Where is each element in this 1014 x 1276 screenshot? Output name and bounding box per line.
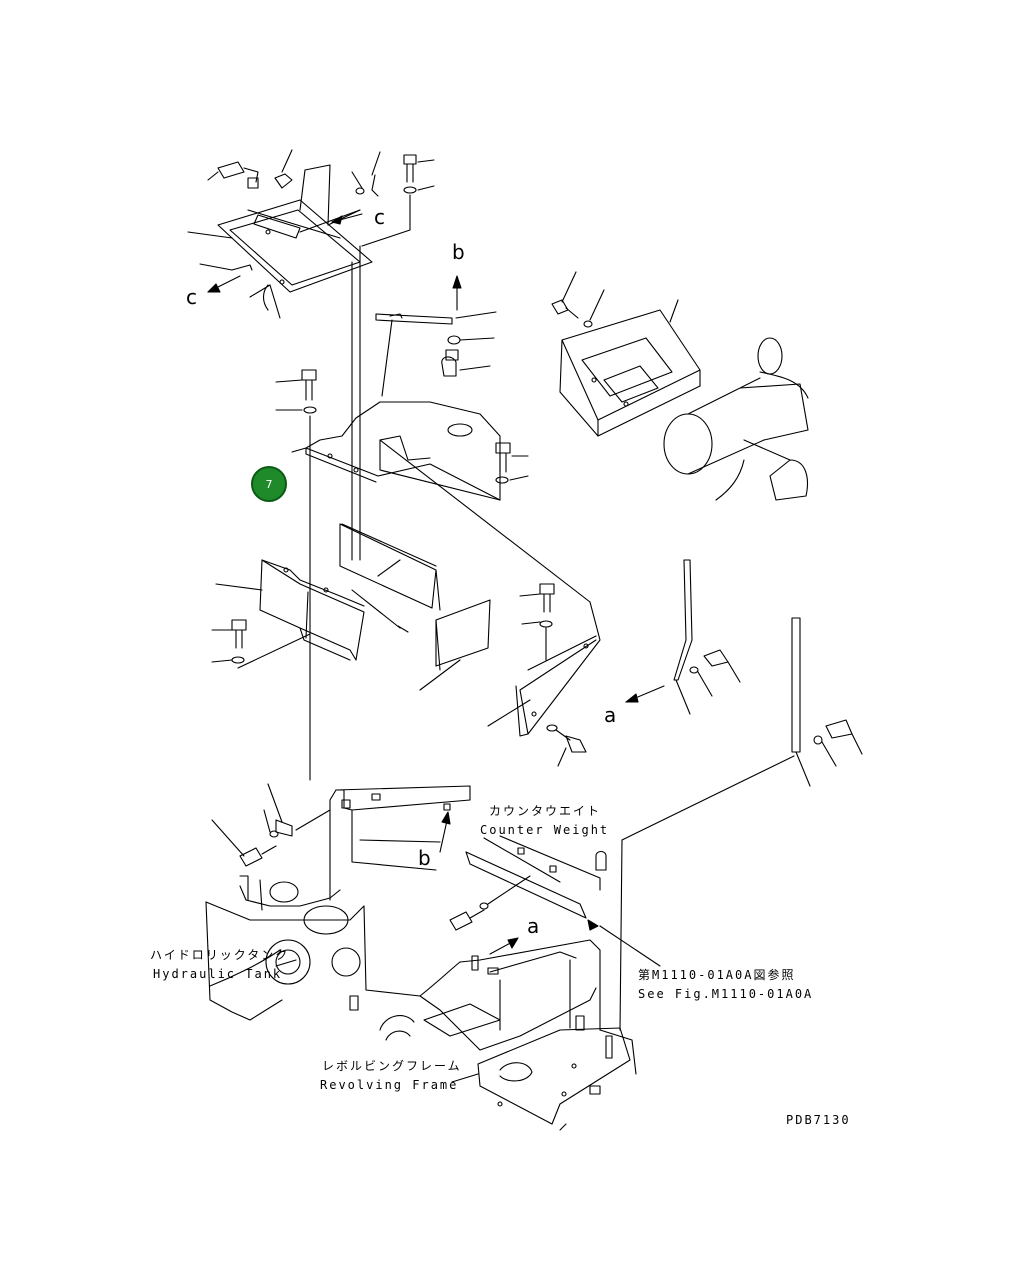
lower-left-panel: [211, 559, 365, 669]
arrow-a-right: [625, 685, 665, 703]
hydraulic-tank-leader: [275, 959, 297, 967]
arrow-a-lower: [489, 937, 519, 955]
callout-b-upper: b: [452, 240, 465, 264]
revolving-frame-label-en: Revolving Frame: [320, 1078, 459, 1092]
strip-bracket: [375, 311, 497, 397]
hydraulic-tank: [205, 783, 367, 1021]
callout-b-lower: b: [418, 846, 431, 870]
top-bolts: [187, 149, 435, 319]
callout-a-right: a: [604, 703, 617, 727]
revolving-frame-leader: [451, 1073, 479, 1083]
counter-weight: [329, 785, 607, 919]
counter-weight-label-en: Counter Weight: [480, 823, 610, 837]
callout-c-upper: c: [374, 205, 385, 229]
arrow-c-lower: [207, 275, 241, 293]
hydraulic-tank-label-jp: ハイドロリックタンク: [150, 948, 290, 962]
callout-a-lower: a: [527, 914, 540, 938]
counter-weight-label-jp: カウンタウエイト: [489, 804, 602, 818]
arrow-b-upper: [452, 275, 462, 311]
hydraulic-tank-label-en: Hydraulic Tank: [153, 967, 283, 981]
revolving-frame: [365, 939, 637, 1131]
top-cover-plate: [217, 164, 373, 293]
support-rods: [619, 559, 863, 1031]
counter-weight-leader: [483, 837, 561, 883]
arrow-b-lower: [439, 811, 451, 853]
see-fig-label-jp: 第M1110-01A0A図参照: [638, 968, 796, 982]
revolving-frame-label-jp: レボルビングフレーム: [322, 1059, 462, 1073]
insulation-pads: [339, 523, 491, 691]
long-side-panel: [379, 439, 601, 767]
see-fig-label-en: See Fig.M1110-01A0A: [638, 987, 814, 1001]
arrow-c-upper: [331, 213, 363, 225]
see-fig-leader: [599, 925, 661, 967]
right-engine-assembly: [551, 271, 809, 501]
callout-c-lower: c: [186, 285, 197, 309]
counterweight-bolts: [449, 875, 531, 931]
middle-cover-plate: [275, 369, 529, 781]
drawing-code: PDB7130: [786, 1113, 851, 1127]
part-number-badge[interactable]: 7: [251, 466, 287, 502]
